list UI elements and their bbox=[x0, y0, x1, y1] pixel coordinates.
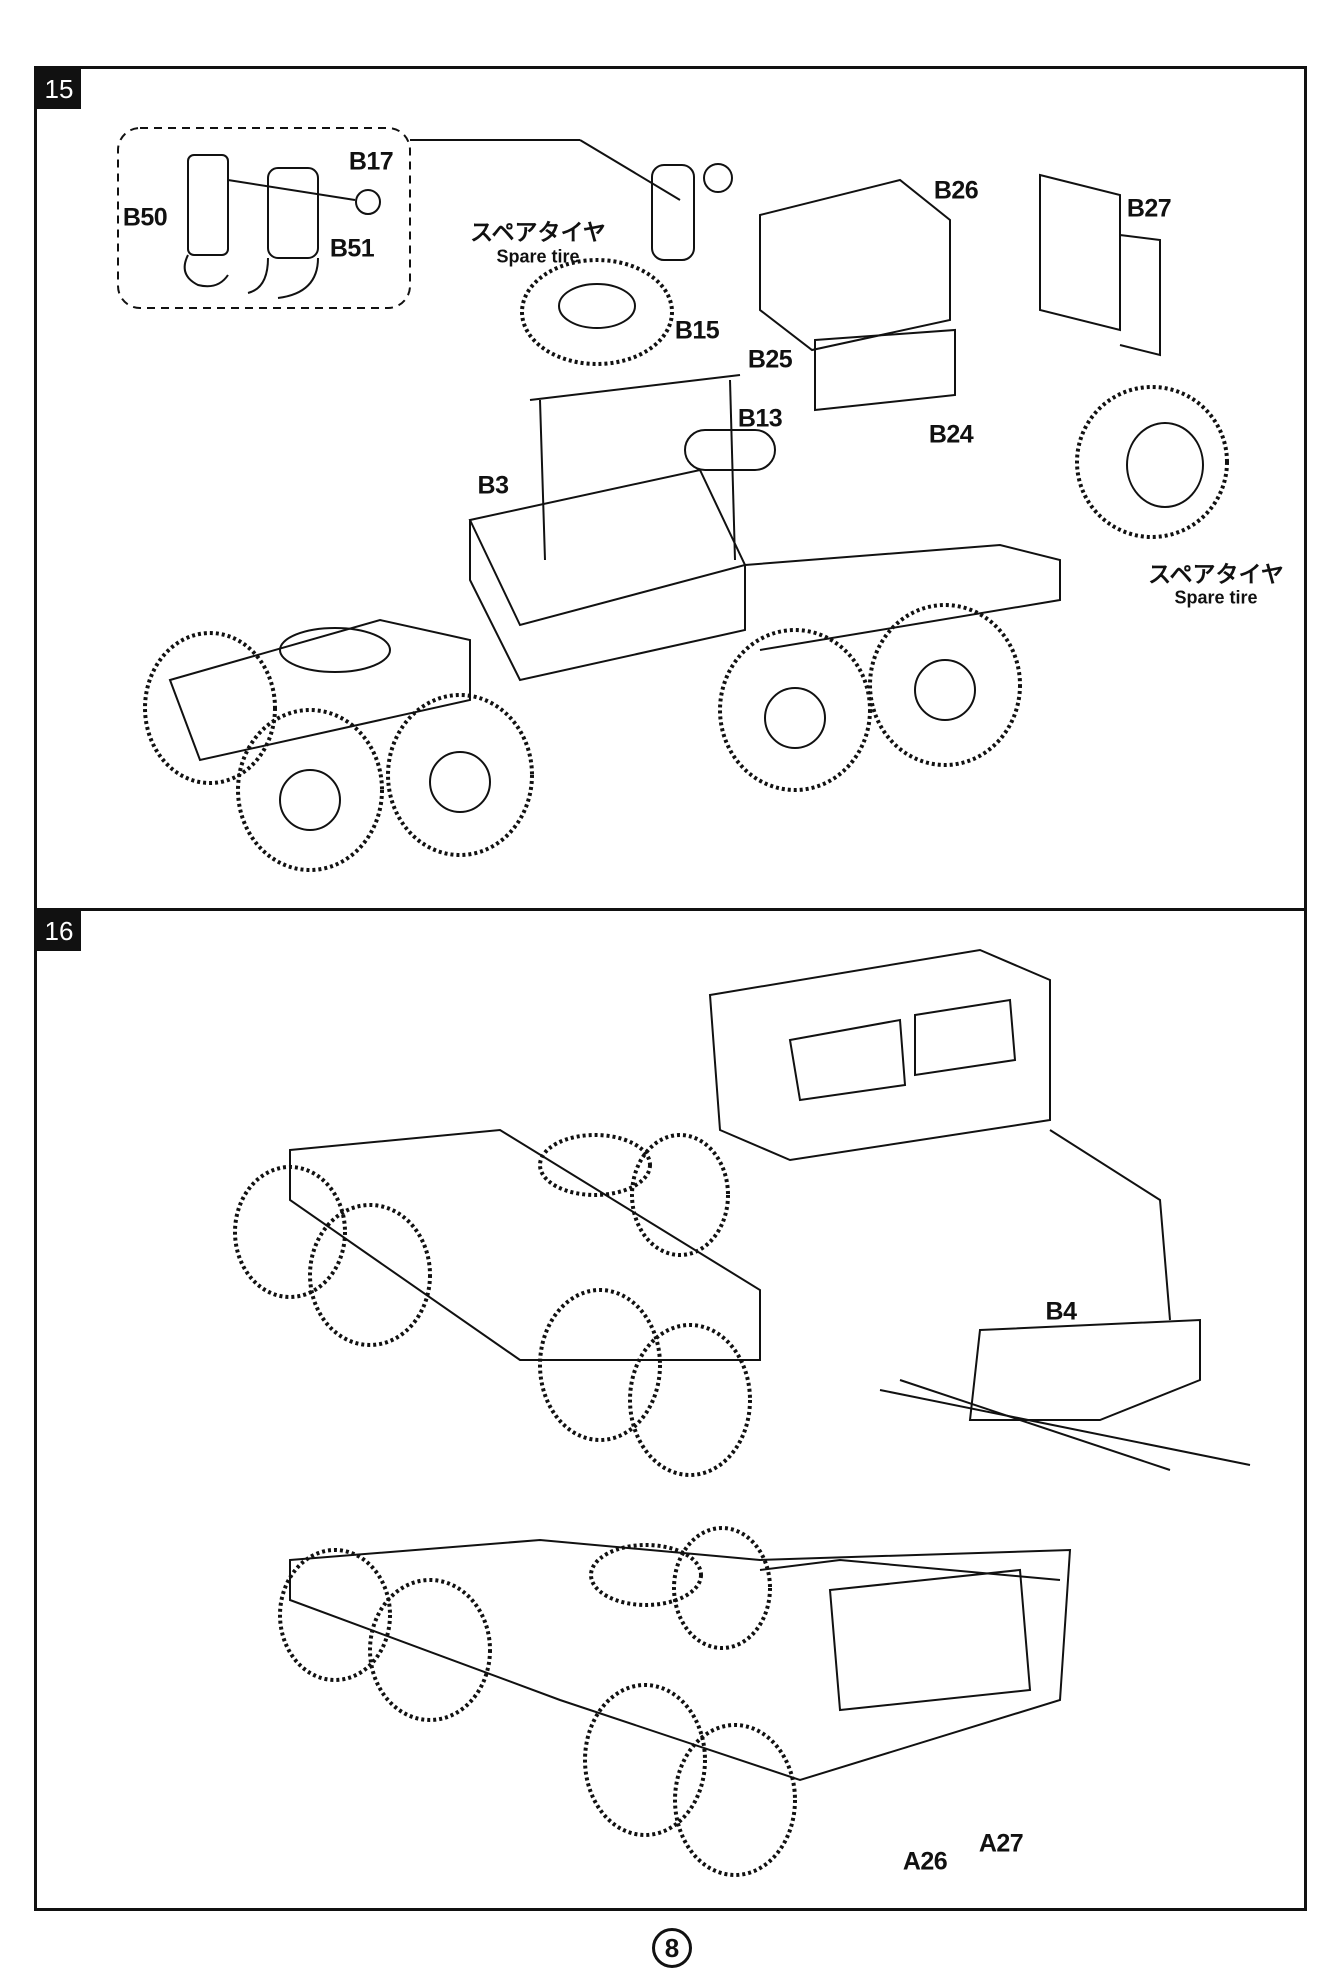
part-label-b50: B50 bbox=[122, 203, 168, 232]
part-label-b15: B15 bbox=[674, 316, 720, 345]
exhaust-part-detail bbox=[183, 154, 381, 299]
spare-tire-top bbox=[520, 258, 674, 366]
spare-tire-label-en: Spare tire bbox=[1174, 587, 1258, 608]
panel-part-b24 bbox=[814, 328, 956, 412]
cover-part-b26 bbox=[759, 178, 951, 352]
truck-chassis-step15 bbox=[168, 374, 1061, 762]
part-label-b51: B51 bbox=[329, 234, 375, 263]
part-label-b27: B27 bbox=[1126, 194, 1172, 223]
spare-tire-label-jp: スペアタイヤ bbox=[470, 220, 606, 246]
detail-inset-frame bbox=[117, 127, 411, 309]
step-number: 15 bbox=[37, 69, 81, 109]
part-label-a27: A27 bbox=[978, 1829, 1024, 1858]
part-label-b3: B3 bbox=[477, 471, 509, 500]
truck-wheels-step15 bbox=[143, 603, 1022, 872]
cab-part-b4-exploded bbox=[708, 948, 1251, 1471]
part-label-b24: B24 bbox=[928, 420, 974, 449]
truck-chassis-step16 bbox=[289, 1128, 1072, 1782]
part-label-b4: B4 bbox=[1045, 1297, 1077, 1326]
panel-part-b27 bbox=[1039, 173, 1161, 357]
spare-tire-right bbox=[1075, 385, 1229, 539]
truck-wheels-step16 bbox=[233, 1133, 797, 1877]
part-label-b26: B26 bbox=[933, 176, 979, 205]
step-number: 16 bbox=[37, 911, 81, 951]
spare-tire-label-jp: スペアタイヤ bbox=[1148, 562, 1284, 588]
page-number: 8 bbox=[652, 1928, 692, 1968]
spare-tire-label-en: Spare tire bbox=[496, 246, 580, 267]
part-label-a26: A26 bbox=[902, 1847, 948, 1876]
step-15-panel: 15 bbox=[34, 66, 1307, 911]
step-16-panel: 16 bbox=[34, 908, 1307, 1911]
exhaust-part bbox=[651, 164, 695, 261]
wheel-hubs-step15 bbox=[279, 659, 976, 831]
part-label-b13: B13 bbox=[737, 404, 783, 433]
part-label-b25: B25 bbox=[747, 345, 793, 374]
part-label-b17: B17 bbox=[348, 147, 394, 176]
